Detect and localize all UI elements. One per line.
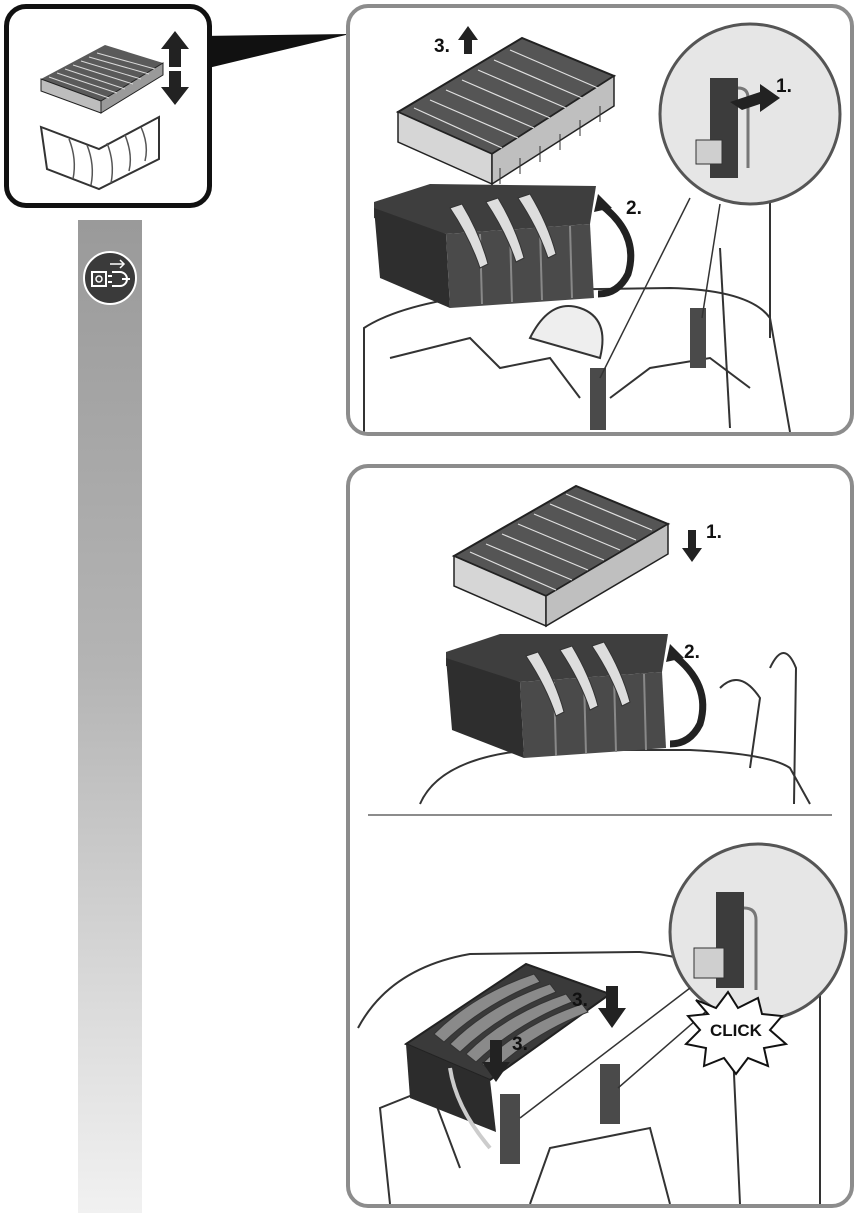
installed-filter-illustration <box>403 962 613 1150</box>
curved-arrow-icon <box>666 644 707 748</box>
arrow-down-icon <box>482 1040 510 1082</box>
step-label: 2. <box>626 198 642 219</box>
step-label: 1. <box>706 522 722 543</box>
remove-filter-panel: 3. 2. 1. <box>346 4 854 436</box>
latch-tab <box>590 368 606 430</box>
step-label: 1. <box>776 76 792 97</box>
arrow-down-icon <box>598 986 626 1028</box>
arrow-down-icon <box>161 71 189 105</box>
insert-filter-illustration: 1. 2. <box>357 484 848 1204</box>
filter-basket-illustration <box>446 634 668 758</box>
latch-zoom-inset <box>599 22 842 379</box>
filter-basket-illustration <box>374 184 596 308</box>
section-divider <box>368 814 832 816</box>
latch-zoom-inset <box>519 842 848 1119</box>
curved-arrow-icon <box>594 194 635 298</box>
latch-tab <box>500 1094 520 1164</box>
filter-basket-illustration <box>39 115 160 191</box>
flat-filter-illustration <box>40 45 164 114</box>
arrow-down-icon <box>682 530 702 562</box>
step-label: 3. <box>572 990 588 1011</box>
step-label: 3. <box>434 36 450 57</box>
step-label: 3. <box>512 1034 528 1055</box>
click-starburst: CLICK <box>683 990 789 1076</box>
insert-filter-panel: 1. 2. <box>346 464 854 1208</box>
filter-up-down-icon <box>39 31 189 191</box>
flat-filter-illustration <box>395 36 617 186</box>
disconnect-plug-icon <box>83 251 137 305</box>
arrow-up-icon <box>161 31 189 67</box>
arrow-up-icon <box>458 26 478 54</box>
step-label: 2. <box>684 642 700 663</box>
click-label: CLICK <box>710 1021 763 1040</box>
filter-callout <box>4 4 212 208</box>
flat-filter-illustration <box>451 484 671 628</box>
remove-filter-illustration: 3. 2. 1. <box>363 22 842 432</box>
latch-tab <box>600 1064 620 1124</box>
latch-tab <box>690 308 706 368</box>
sidebar-strip <box>78 220 142 1213</box>
